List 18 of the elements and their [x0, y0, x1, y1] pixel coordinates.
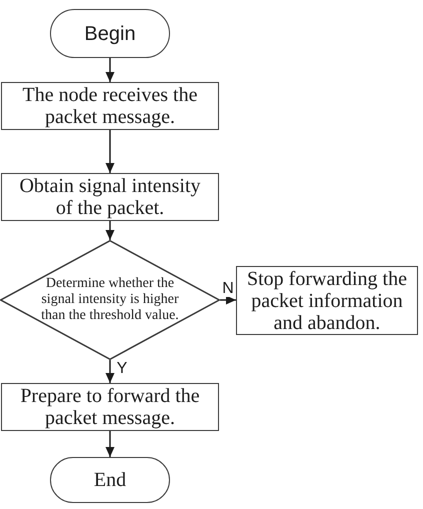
- arrow: [220, 296, 236, 304]
- process-text: The node receives the packet message.: [22, 84, 198, 128]
- arrow: [106, 431, 114, 457]
- process-box: [1, 173, 219, 221]
- process-text: Prepare to forward the packet message.: [19, 385, 201, 429]
- process-text: Stop forwarding the packet information and abandon.: [246, 268, 408, 334]
- decision-text: Determine whether the signal intensity is higher than the threshold value.: [40, 276, 180, 324]
- decision-diamond: [0, 240, 220, 360]
- arrow: [106, 360, 114, 383]
- terminal-text: Begin: [84, 22, 136, 44]
- arrow: [106, 221, 114, 240]
- process-box: [1, 383, 219, 431]
- arrow: [106, 130, 114, 173]
- process-box: [1, 82, 219, 130]
- edge-label: N: [221, 281, 235, 297]
- terminal-text: End: [94, 469, 126, 491]
- arrow: [106, 58, 114, 82]
- process-text: Obtain signal intensity of the packet.: [18, 175, 202, 219]
